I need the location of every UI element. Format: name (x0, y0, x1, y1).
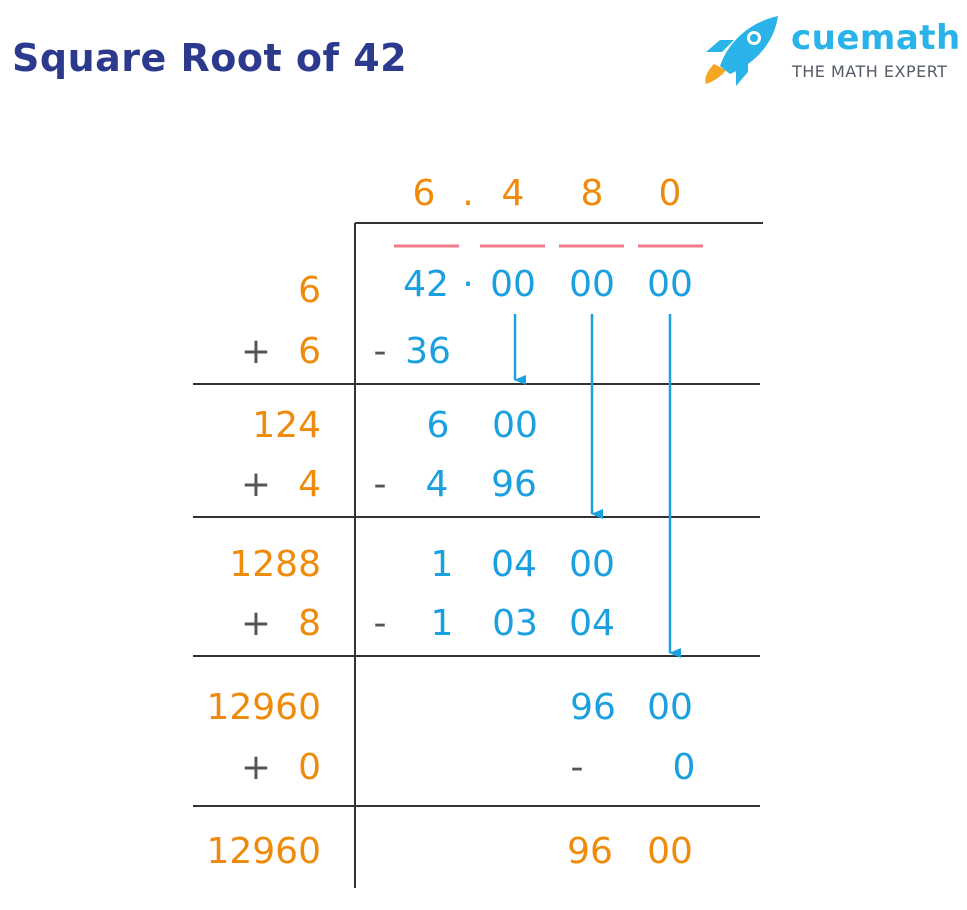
remainder-4-a: 96 (570, 687, 616, 728)
remainder-3-c: 00 (569, 544, 615, 585)
divisor-1: 6 (298, 270, 321, 311)
dividend-pair-1: 00 (490, 264, 536, 305)
plus-sign-2: + (241, 464, 271, 505)
plus-digit-4: 0 (298, 747, 321, 788)
minus-sign-2: - (374, 464, 387, 505)
bring-down-arrows (513, 314, 681, 658)
dividend-point: · (462, 264, 473, 305)
subtrahend-4: 0 (673, 747, 696, 788)
remainder-2-b: 00 (492, 405, 538, 446)
quotient: 6 . 4 8 0 (413, 173, 682, 214)
minus-sign-1: - (374, 331, 387, 372)
quotient-digit-2: 4 (502, 173, 525, 214)
page-title: Square Root of 42 (12, 36, 408, 80)
remainder-2-a: 6 (427, 405, 450, 446)
dividend: 42 · 00 00 00 (403, 264, 693, 305)
quotient-digit-4: 0 (659, 173, 682, 214)
dividend-integer: 42 (403, 264, 449, 305)
plus-sign-4: + (241, 747, 271, 788)
subtrahend-3-a: 1 (431, 603, 454, 644)
divisor-final: 12960 (206, 831, 321, 872)
subtrahend-2-a: 4 (426, 464, 449, 505)
remainder-final-a: 96 (567, 831, 613, 872)
quotient-digit-3: 8 (581, 173, 604, 214)
divisor-3: 1288 (229, 544, 321, 585)
minus-sign-4: - (571, 747, 584, 788)
minus-sign-3: - (374, 603, 387, 644)
plus-sign-3: + (241, 603, 271, 644)
quotient-point: . (462, 173, 473, 214)
rocket-icon (705, 16, 778, 86)
plus-digit-2: 4 (298, 464, 321, 505)
brand-name: cuemath (791, 18, 961, 58)
dividend-pair-3: 00 (647, 264, 693, 305)
remainder-3-a: 1 (431, 544, 454, 585)
remainder-final-b: 00 (647, 831, 693, 872)
divisor-2: 124 (252, 405, 321, 446)
remainder-3-b: 04 (491, 544, 537, 585)
division-rules (193, 222, 763, 888)
remainder-4-b: 00 (647, 687, 693, 728)
dividend-pair-2: 00 (569, 264, 615, 305)
divisor-4: 12960 (206, 687, 321, 728)
subtrahend-3-c: 04 (569, 603, 615, 644)
cuemath-logo[interactable]: cuemath THE MATH EXPERT (700, 12, 960, 88)
subtrahend-2-b: 96 (491, 464, 537, 505)
plus-digit-1: 6 (298, 331, 321, 372)
plus-sign-1: + (241, 331, 271, 372)
brand-tagline: THE MATH EXPERT (792, 62, 948, 81)
quotient-digit-1: 6 (413, 173, 436, 214)
plus-digit-3: 8 (298, 603, 321, 644)
subtrahend-3-b: 03 (492, 603, 538, 644)
subtrahend-1: 36 (405, 331, 451, 372)
